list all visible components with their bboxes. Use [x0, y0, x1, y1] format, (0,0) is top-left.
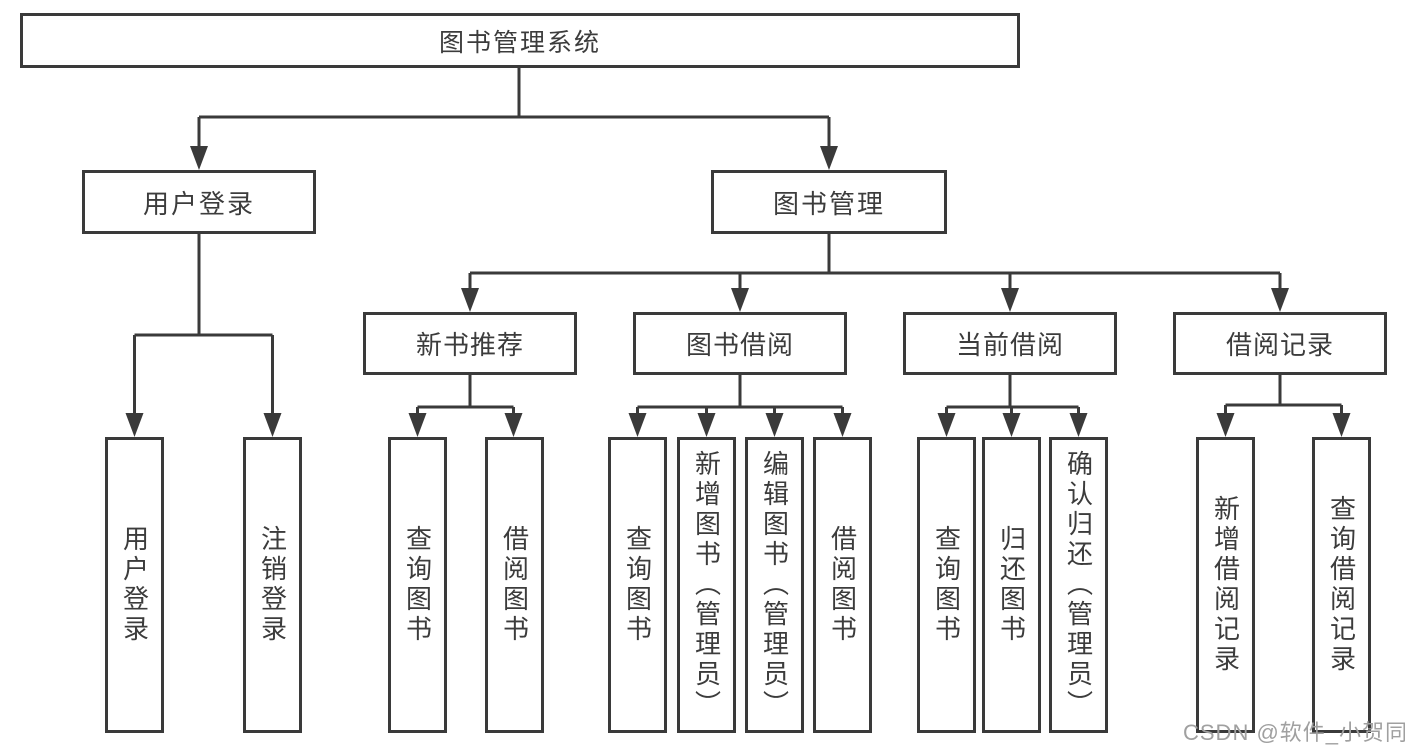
leaf-logout: 注销登录 [243, 437, 302, 733]
connector-recommend-to-leaves [416, 375, 515, 416]
node-book-management: 图书管理 [711, 170, 947, 234]
node-book-borrow: 图书借阅 [633, 312, 847, 375]
node-user-login: 用户登录 [82, 170, 316, 234]
connector-userlogin-to-leaves [133, 234, 274, 415]
connector-current-to-leaves [945, 375, 1080, 416]
leaf-borrow-borrow-books: 借阅图书 [813, 437, 872, 733]
node-current-borrow: 当前借阅 [903, 312, 1117, 375]
node-new-book-recommend: 新书推荐 [363, 312, 577, 375]
leaf-borrow-add-books-admin: 新增图书（管理员） [677, 437, 736, 733]
leaf-borrow-edit-books-admin: 编辑图书（管理员） [745, 437, 804, 733]
leaf-recommend-borrow-books: 借阅图书 [485, 437, 544, 733]
connector-borrow-to-leaves [636, 375, 844, 416]
leaf-user-login: 用户登录 [105, 437, 164, 733]
node-borrow-records: 借阅记录 [1173, 312, 1387, 375]
connector-bookmgmt-to-level3 [468, 234, 1282, 290]
node-root-title: 图书管理系统 [20, 13, 1020, 68]
leaf-current-query-books: 查询图书 [917, 437, 976, 733]
watermark: CSDN @软件_小贺同学 [1183, 720, 1405, 745]
leaf-current-confirm-return-admin: 确认归还（管理员） [1049, 437, 1108, 733]
connector-root-to-level2 [197, 68, 831, 148]
leaf-current-return-books: 归还图书 [982, 437, 1041, 733]
leaf-records-query-record: 查询借阅记录 [1312, 437, 1371, 733]
leaf-recommend-query-books: 查询图书 [388, 437, 447, 733]
leaf-records-add-record: 新增借阅记录 [1196, 437, 1255, 733]
connector-records-to-leaves [1224, 375, 1343, 416]
leaf-borrow-query-books: 查询图书 [608, 437, 667, 733]
